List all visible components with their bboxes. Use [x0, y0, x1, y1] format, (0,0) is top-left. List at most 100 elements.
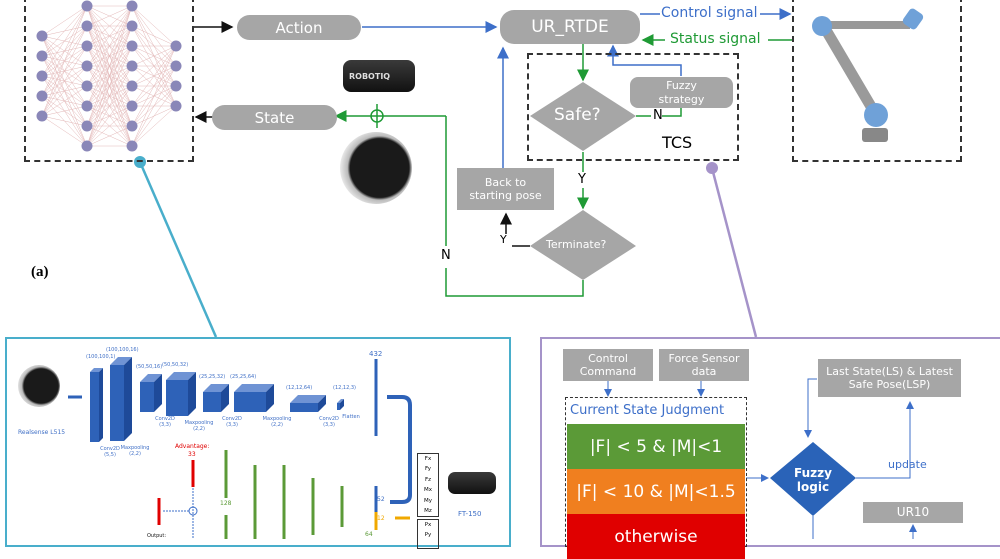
fuzzy-to-urrtde-arrow [607, 44, 682, 76]
layer-shape: (12,12,3) [333, 385, 356, 391]
fuzzy-strategy-node: Fuzzy strategy [630, 77, 733, 108]
nn-node [36, 70, 48, 82]
nn-edge [41, 5, 88, 57]
merge-52: 52 [377, 496, 385, 503]
ur10-node: UR10 [863, 502, 963, 523]
tcs-box [527, 53, 739, 161]
robot-arm-box [792, 0, 962, 162]
nn-edge [41, 65, 88, 117]
pose-input-item: Px [424, 522, 432, 528]
nn-edge [131, 65, 177, 147]
safe-yes-label: Y [578, 172, 586, 187]
nn-edge [41, 105, 88, 117]
csj-condition-row: otherwise [567, 514, 745, 559]
nn-node [126, 60, 138, 72]
nn-edge [131, 85, 177, 147]
nn-node [170, 80, 182, 92]
control-command-node: Control Command [563, 349, 653, 381]
nn-edge [41, 25, 88, 117]
ur-rtde-node: UR_RTDE [500, 10, 640, 44]
status-signal-label: Status signal [670, 31, 761, 47]
force-sensor-data-node: Force Sensor data [659, 349, 749, 381]
last-state-node: Last State(LS) & Latest Safe Pose(LSP) [818, 359, 961, 397]
csj-title: Current State Judgment [570, 403, 725, 418]
realsense-camera-image [340, 132, 412, 204]
nn-node [36, 50, 48, 62]
nn-edge [131, 45, 177, 107]
sensor-label: FT-150 [458, 510, 482, 518]
flatten-size: 432 [369, 350, 383, 358]
force-input-item: Mz [424, 508, 432, 515]
layer-op: Flatten [342, 414, 360, 420]
layer-op: Conv2D (3,3) [155, 416, 175, 428]
layer-shape: (50,50,16) [136, 364, 163, 370]
terminate-yes-label: Y [500, 233, 507, 246]
nn-node [170, 60, 182, 72]
nn-node [126, 40, 138, 52]
output-label: Output: [147, 533, 167, 539]
nn-edge [41, 5, 88, 117]
layer-op: Maxpooling (2,2) [120, 445, 150, 457]
nn-node [81, 120, 93, 132]
nn-edge [41, 5, 88, 97]
layer-shape: (100,100,16) [106, 347, 139, 353]
nn-edge [41, 5, 88, 37]
state-node: State [212, 105, 337, 130]
nn-node [126, 20, 138, 32]
control-signal-label: Control signal [661, 5, 758, 21]
layer-op: Conv2D (5,5) [100, 446, 120, 458]
merge-12: 12 [377, 515, 385, 522]
nn-edge [41, 115, 88, 147]
safe-no-label: N [653, 108, 663, 123]
nn-node [81, 0, 93, 12]
nn-edge [86, 125, 133, 147]
nn-edge [41, 85, 88, 117]
nn-edge [86, 5, 133, 87]
nn-node [81, 20, 93, 32]
nn-edge [86, 5, 133, 127]
neural-network-graphic [36, 0, 182, 152]
nn-edge [86, 85, 133, 147]
nn-edge [131, 5, 177, 47]
layer-op: Maxpooling (2,2) [262, 416, 292, 428]
connector-layer [134, 8, 793, 338]
camera-label: Realsense L515 [18, 429, 66, 436]
ft150-image [448, 472, 496, 494]
update-label: update [888, 458, 927, 471]
force-input-item: Fy [425, 466, 431, 473]
no-terminate-loop [445, 268, 584, 297]
nn-node [81, 140, 93, 152]
nn-edge [86, 5, 133, 47]
layer-shape: (25,25,32) [199, 374, 226, 380]
advantage-value: 33 [188, 451, 196, 458]
layer-shape: (12,12,64) [286, 385, 313, 391]
nn-node [170, 40, 182, 52]
teal-connector [138, 161, 218, 338]
figure-label: (a) [31, 264, 49, 280]
nn-edge [86, 5, 133, 147]
layer-shape: (100,100,1) [86, 354, 116, 360]
force-input-item: My [423, 497, 432, 504]
csj-condition-row: |F| < 10 & |M|<1.5 [567, 469, 745, 514]
nn-node [81, 60, 93, 72]
nn-node [81, 80, 93, 92]
nn-edge [86, 5, 133, 67]
nn-node [126, 80, 138, 92]
neural-network-box [24, 0, 194, 162]
nn-edge [131, 25, 177, 47]
purple-connector [710, 167, 758, 338]
advantage-label: Advantage: [175, 443, 210, 450]
layer-shape: (50,50,32) [162, 362, 189, 368]
nn-edge [131, 45, 177, 127]
nn-edge [131, 45, 177, 87]
nn-edge [86, 65, 133, 147]
nn-edge [131, 45, 177, 67]
nn-edge [86, 5, 133, 107]
action-node: Action [237, 15, 361, 40]
realsense-image [18, 365, 60, 407]
nn-edge [86, 105, 133, 147]
layer-shape: (25,25,64) [230, 374, 257, 380]
